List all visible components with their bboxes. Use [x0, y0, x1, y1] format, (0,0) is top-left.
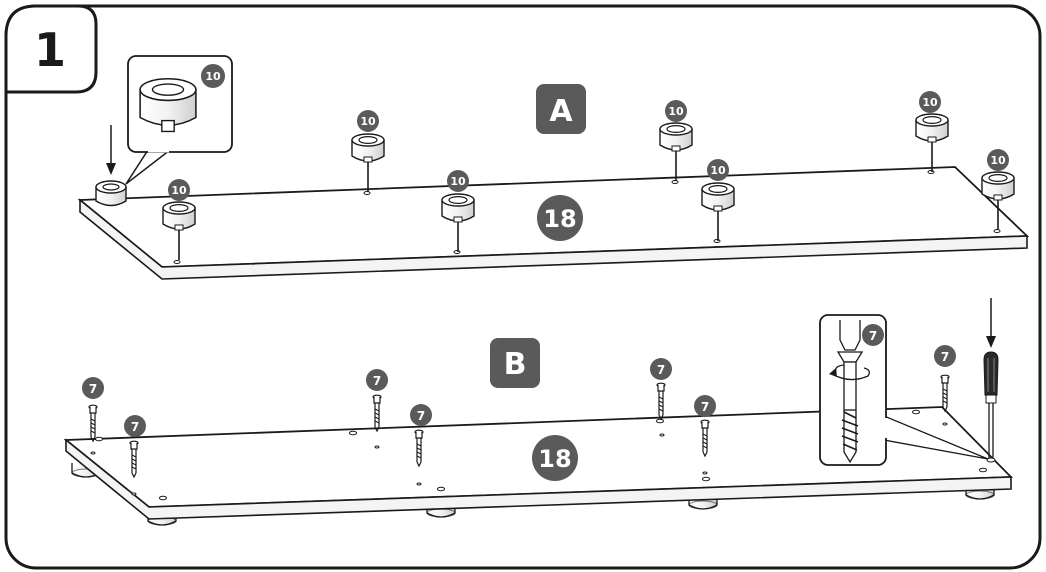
board-part-badge-b: 18	[532, 435, 578, 481]
screwdriver-icon	[983, 298, 999, 463]
svg-text:7: 7	[89, 382, 97, 396]
foot-a-6	[915, 113, 949, 173]
screw-zoom-callout	[819, 314, 989, 466]
svg-text:10: 10	[171, 184, 187, 197]
part-badge: 7	[124, 415, 146, 437]
svg-text:A: A	[549, 94, 573, 129]
panel-b: 7 7 7 7 7 7 7 7 B 18	[63, 298, 1014, 526]
panel-letter-badge-a: A	[536, 84, 586, 134]
part-badge: 10	[357, 110, 379, 132]
svg-text:10: 10	[360, 115, 376, 128]
svg-text:7: 7	[417, 409, 425, 423]
board-a-edge	[79, 198, 1028, 280]
svg-text:7: 7	[373, 374, 381, 388]
part-badge: 7	[366, 369, 388, 391]
part-badge: 10	[987, 149, 1009, 171]
svg-text:7: 7	[131, 420, 139, 434]
screw-b-3	[372, 394, 382, 432]
down-arrow-icon	[106, 125, 116, 175]
part-badge: 10	[665, 100, 687, 122]
part-badge: 7	[694, 395, 716, 417]
foot-a-4	[659, 122, 693, 182]
part-badge: 7	[862, 324, 884, 346]
svg-text:B: B	[504, 347, 527, 382]
part-badge: 7	[82, 377, 104, 399]
svg-text:18: 18	[543, 205, 576, 233]
part-badge: 10	[168, 179, 190, 201]
svg-text:10: 10	[990, 154, 1006, 167]
part-badge: 7	[934, 345, 956, 367]
part-badge: 7	[410, 404, 432, 426]
screw-b-5	[656, 382, 666, 420]
svg-text:7: 7	[869, 329, 877, 343]
part-badges-7: 7 7 7 7 7 7 7 7	[82, 324, 956, 437]
svg-text:10: 10	[668, 105, 684, 118]
part-badges-10: 10 10 10 10 10 10 10 10	[168, 64, 1009, 201]
step-frame	[4, 4, 1042, 570]
panel-letter-badge-b: B	[490, 338, 540, 388]
svg-text:18: 18	[538, 445, 571, 473]
part-badge: 10	[919, 91, 941, 113]
step-number-box: 1	[4, 4, 98, 94]
svg-text:10: 10	[205, 70, 221, 83]
board-b-edge	[65, 438, 1012, 520]
board-part-badge-a: 18	[537, 195, 583, 241]
svg-text:7: 7	[701, 400, 709, 414]
foot-a-installed	[95, 180, 127, 207]
part-badge: 10	[707, 159, 729, 181]
svg-text:7: 7	[657, 363, 665, 377]
screw-b-1	[88, 404, 98, 442]
svg-text:10: 10	[450, 175, 466, 188]
screw-b-7	[940, 374, 950, 412]
svg-text:10: 10	[710, 164, 726, 177]
panel-a: 10 10 10 10 10 10 10 10 A 18	[77, 55, 1030, 280]
part-badge: 10	[447, 170, 469, 192]
part-badge: 10	[201, 64, 225, 88]
rotation-arrow-icon	[829, 364, 870, 381]
step-number: 1	[34, 23, 66, 77]
part-badge: 7	[650, 358, 672, 380]
svg-text:7: 7	[941, 350, 949, 364]
foot-a-2	[351, 133, 385, 193]
svg-text:10: 10	[922, 96, 938, 109]
